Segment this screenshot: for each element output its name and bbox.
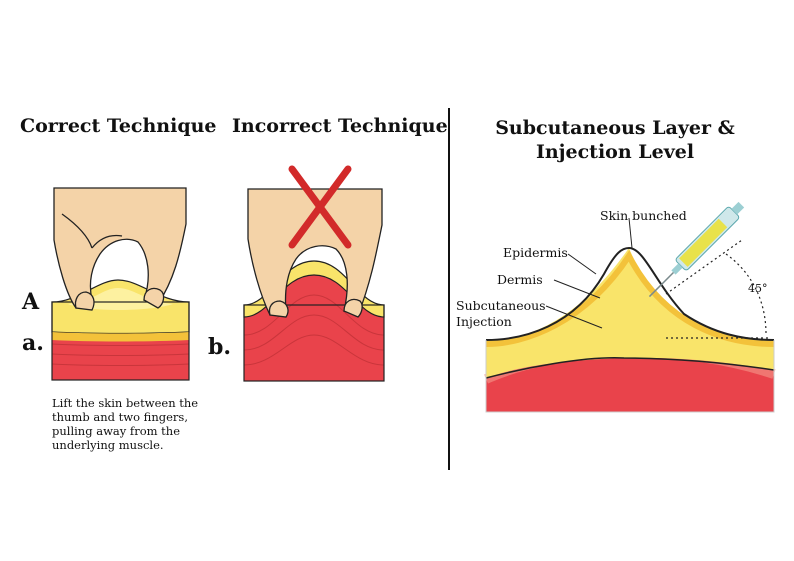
incorrect-technique-title: Incorrect Technique [232,115,448,137]
skin-bunched-label: Skin bunched [600,208,687,223]
correct-technique-title: Correct Technique [20,115,217,137]
marker-b: b. [208,334,232,360]
subcutaneous-injection-label: Subcutaneous Injection [456,298,546,329]
marker-a-upper: A [22,289,40,315]
caption-line: underlying muscle. [52,438,164,452]
caption-line: pulling away from the [52,424,181,438]
angle-guides [665,239,770,339]
epidermis-label: Epidermis [503,245,568,260]
correct-technique-illustration [51,187,190,381]
subcutaneous-layer-title: Subcutaneous Layer & Injection Level [495,117,735,163]
hand-correct [53,187,187,311]
vertical-divider [448,108,450,470]
cross-mark-icon [288,165,352,249]
subcutaneous-layer-diagram [483,201,776,413]
hand-incorrect [247,188,383,318]
skin-cross-section [483,246,776,413]
technique-caption: Lift the skin between the thumb and two … [52,396,212,452]
marker-a: a. [22,330,44,356]
angle-label: 45° [748,282,768,295]
caption-line: Lift the skin between the [52,396,199,410]
label-leaders [545,217,633,329]
incorrect-technique-illustration [243,165,385,382]
syringe-icon [648,201,745,298]
dermis-label: Dermis [497,272,543,287]
caption-line: thumb and two fingers, [52,410,188,424]
